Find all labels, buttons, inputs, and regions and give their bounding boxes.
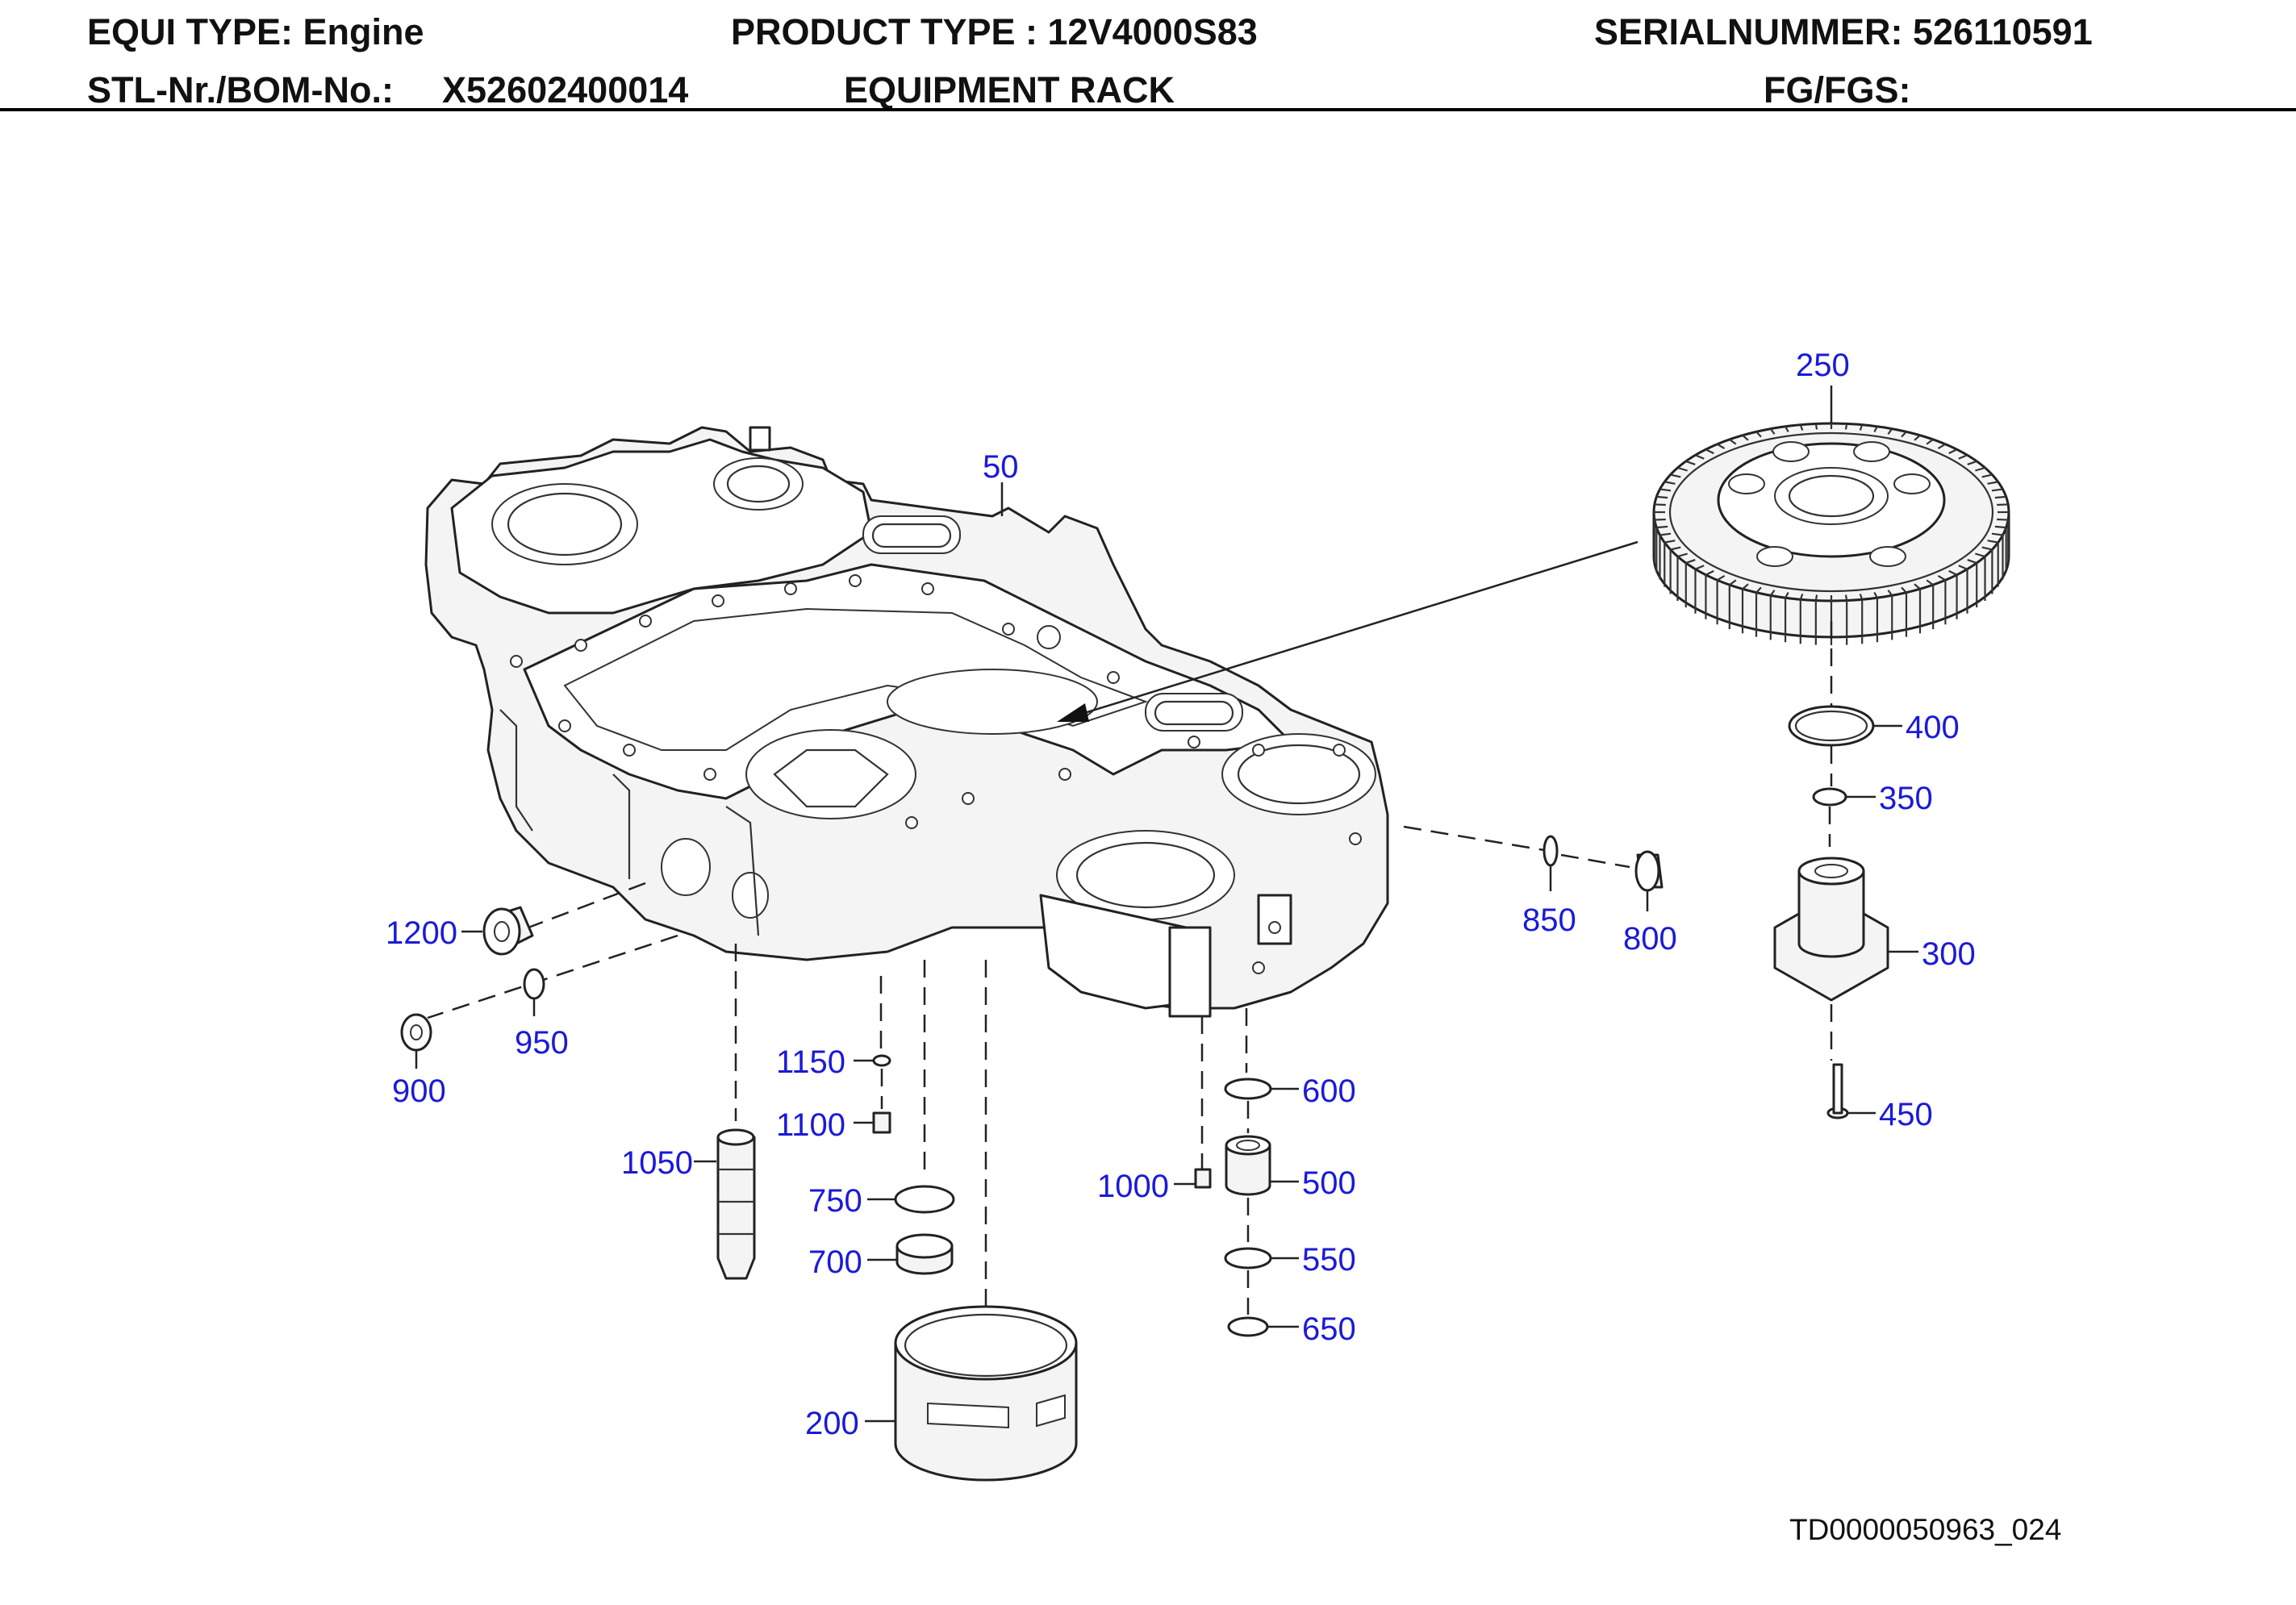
fg-fgs-label: FG/FGS: (1764, 69, 1911, 110)
plug-part-1000 (1194, 1168, 1212, 1189)
callout-700: 700 (808, 1244, 862, 1280)
valve-part-1050 (716, 1128, 756, 1280)
callout-650: 650 (1302, 1311, 1356, 1347)
callout-1200: 1200 (386, 915, 457, 951)
sleeve-part-200 (894, 1305, 1078, 1482)
callout-1050: 1050 (621, 1145, 693, 1181)
ring-part-650 (1227, 1316, 1269, 1337)
callout-250: 250 (1796, 348, 1850, 383)
callout-400: 400 (1906, 710, 1960, 745)
callout-200: 200 (805, 1406, 859, 1441)
gear-installation-arrow (1057, 540, 1639, 722)
callout-1000: 1000 (1097, 1169, 1169, 1204)
callout-600: 600 (1302, 1073, 1356, 1109)
callout-750: 750 (808, 1183, 862, 1219)
sleeve-part-500 (1225, 1135, 1271, 1196)
axis-line-800 (1560, 853, 1630, 869)
bearing-part-300 (1773, 857, 1889, 1002)
cap-part-700 (895, 1233, 954, 1275)
callout-500: 500 (1302, 1165, 1356, 1201)
callout-1100: 1100 (776, 1107, 845, 1143)
ring-part-1150 (872, 1054, 891, 1067)
equi-type: EQUI TYPE: Engine (87, 11, 424, 52)
oring-part-400 (1788, 705, 1875, 747)
callout-1150: 1150 (776, 1044, 845, 1080)
ring-part-950 (523, 968, 545, 1000)
housing-part-50 (424, 426, 1389, 1018)
leader-lines (415, 386, 1918, 1423)
oring-part-550 (1224, 1247, 1272, 1269)
serial-number: SERIALNUMMER: 526110591 (1594, 11, 2093, 52)
document-id: TD0000050963_024 (1789, 1513, 2062, 1546)
callout-50: 50 (983, 449, 1019, 485)
drawing-title: EQUIPMENT RACK (844, 69, 1175, 110)
plug-part-1100 (872, 1111, 891, 1134)
oring-part-600 (1224, 1078, 1272, 1100)
product-type: PRODUCT TYPE : 12V4000S83 (731, 11, 1258, 52)
plug-part-900 (400, 1013, 432, 1052)
axis-line-1200 (528, 882, 646, 929)
gear-part-250 (1652, 422, 2010, 645)
oring-part-750 (894, 1185, 955, 1214)
plug-part-1200 (482, 906, 534, 956)
oring-part-350 (1812, 787, 1847, 807)
callout-550: 550 (1302, 1242, 1356, 1278)
axis-line-850 (1403, 825, 1550, 853)
bom-value: X52602400014 (442, 69, 689, 110)
ring-part-850 (1542, 835, 1559, 867)
bolt-part-450 (1826, 1063, 1849, 1119)
callout-900: 900 (392, 1073, 446, 1109)
plug-part-800 (1634, 850, 1664, 892)
callout-850: 850 (1522, 903, 1576, 938)
callout-350: 350 (1879, 781, 1933, 816)
axis-line-950 (427, 934, 678, 1019)
bom-label: STL-Nr./BOM-No.: (87, 69, 394, 110)
callout-800: 800 (1623, 921, 1677, 957)
callout-300: 300 (1922, 936, 1976, 972)
header-divider (0, 108, 2296, 111)
callout-450: 450 (1879, 1097, 1933, 1132)
callout-950: 950 (515, 1025, 569, 1061)
